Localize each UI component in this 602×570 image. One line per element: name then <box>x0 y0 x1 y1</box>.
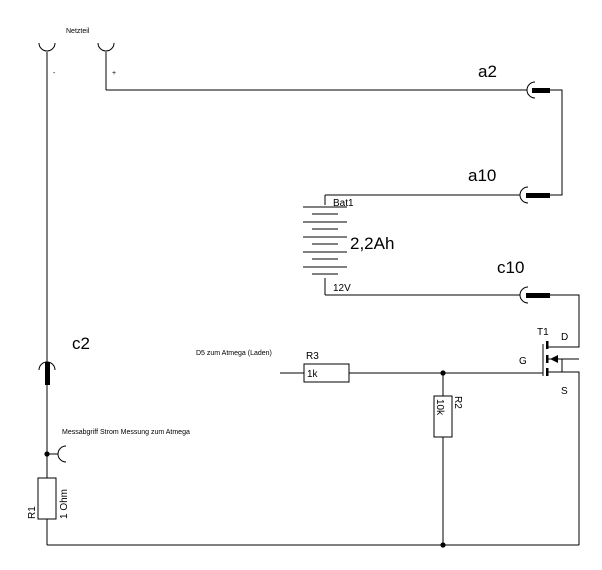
connector-a2-label: a2 <box>478 62 497 81</box>
connector-c2-label: c2 <box>72 334 90 353</box>
resistor-r1: R1 1 Ohm <box>27 477 70 520</box>
battery-capacity: 2,2Ah <box>350 234 394 253</box>
connector-a10-pin <box>526 193 550 198</box>
connector-a10-label: a10 <box>468 166 496 185</box>
connector-a2-socket <box>526 81 536 99</box>
connector-a10: a10 <box>468 166 550 204</box>
wires <box>46 52 580 546</box>
resistor-r1-name: R1 <box>27 506 38 519</box>
junctions <box>44 370 446 548</box>
mosfet-source-label: S <box>561 386 568 397</box>
resistor-r1-body <box>37 477 57 520</box>
resistor-r3-name: R3 <box>306 351 319 362</box>
supply-minus-terminal <box>38 42 56 52</box>
junction-measure-node <box>44 451 50 457</box>
connector-a10-socket <box>519 186 529 204</box>
resistor-r1-value: 1 Ohm <box>59 489 70 519</box>
mosfet-arrow <box>550 355 558 363</box>
resistor-r2-name: R2 <box>452 396 463 409</box>
battery-voltage: 12V <box>333 283 351 294</box>
junction-gate-node <box>440 370 446 376</box>
resistor-r2-value: 10k <box>434 399 445 416</box>
supply-minus-label: - <box>53 70 56 77</box>
connector-c10-socket <box>519 286 529 304</box>
measure-tap: Messabgriff Strom Messung zum Atmega <box>57 429 190 463</box>
supply-label: Netzteil <box>66 28 90 35</box>
connector-c2-pin <box>45 362 50 385</box>
battery: Bat1 2,2Ah 12V <box>303 198 394 294</box>
connector-c10-label: c10 <box>497 258 524 277</box>
wire-c10-to-drain <box>550 294 580 348</box>
connector-c10: c10 <box>497 258 550 304</box>
connector-a2: a2 <box>478 62 550 99</box>
measure-tap-socket <box>57 445 67 463</box>
mosfet-channel-segment <box>546 368 549 376</box>
junction-ground-node <box>440 542 446 548</box>
mosfet-gate-label: G <box>519 356 527 367</box>
d5-signal-label: D5 zum Atmega (Laden) <box>196 350 272 357</box>
measure-signal-label: Messabgriff Strom Messung zum Atmega <box>62 429 190 436</box>
mosfet-drain-label: D <box>561 332 568 343</box>
wire-source-to-ground <box>562 371 580 545</box>
resistor-r3-value: 1k <box>307 369 319 380</box>
supply-plus-terminal <box>97 42 115 52</box>
resistor-r3-body <box>303 363 350 383</box>
supply-terminals: Netzteil - + <box>38 28 116 77</box>
mosfet-channel-segment <box>546 341 549 349</box>
mosfet-channel-segment <box>546 355 549 363</box>
resistor-r2-body <box>433 395 453 438</box>
connector-c10-pin <box>526 293 550 298</box>
connector-c2: c2 <box>38 334 90 385</box>
wire-a2-a10-loop <box>550 89 563 196</box>
battery-name: Bat1 <box>333 198 354 209</box>
mosfet-t1: T1 D G S <box>519 327 579 397</box>
mosfet-name: T1 <box>537 327 549 338</box>
connector-a2-pin <box>532 88 550 93</box>
resistor-r2: R2 10k <box>433 395 463 438</box>
resistor-r3: R3 1k D5 zum Atmega (Laden) <box>196 350 350 383</box>
supply-plus-label: + <box>112 70 116 77</box>
